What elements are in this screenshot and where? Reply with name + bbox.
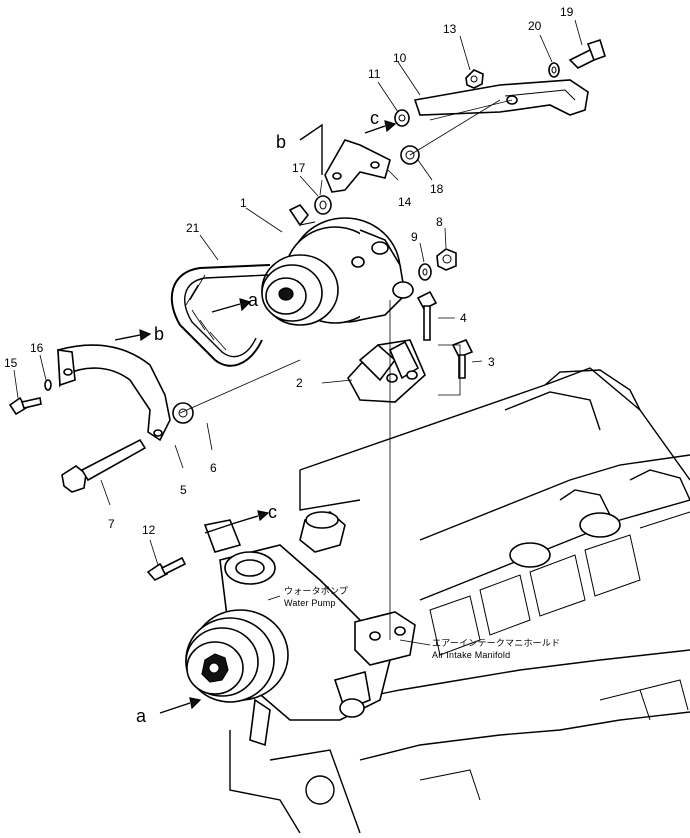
callout-16: 16 (30, 341, 44, 355)
bolt-12 (146, 556, 187, 581)
collar-11 (394, 109, 410, 127)
component-notes: ウォータポンプ Water Pump エアーインテークマニホールド Air In… (284, 586, 560, 660)
bolt-15 (8, 396, 42, 416)
washer-16 (44, 379, 52, 391)
assembly-lines (179, 99, 513, 640)
view-letter-a-top: a (248, 290, 259, 310)
bracket-14 (324, 139, 391, 193)
callout-2: 2 (296, 376, 303, 390)
callout-5: 5 (180, 483, 187, 497)
alternator-bracket-2 (347, 339, 426, 403)
collar-6 (172, 402, 194, 424)
adjusting-bar-10 (413, 79, 589, 116)
water-pump-label-jp: ウォータポンプ (284, 586, 348, 596)
callout-4: 4 (460, 311, 467, 325)
callout-17: 17 (292, 161, 306, 175)
alternator-1 (261, 203, 414, 326)
water-pump-label: Water Pump (284, 598, 336, 608)
intake-manifold-label-jp: エアーインテークマニホールド (432, 638, 560, 648)
bolt-3 (451, 338, 474, 379)
nut-13 (465, 69, 484, 89)
nut-8 (436, 248, 457, 271)
callout-6: 6 (210, 461, 217, 475)
callout-3: 3 (488, 355, 495, 369)
callout-19: 19 (560, 5, 574, 19)
view-letter-c-top: c (370, 108, 379, 128)
callouts: 1 2 3 4 5 6 7 8 9 10 11 12 13 14 15 16 1… (4, 5, 574, 537)
callout-21: 21 (186, 221, 200, 235)
callout-20: 20 (528, 19, 542, 33)
view-letter-b-mid: b (154, 324, 164, 344)
view-arrows (114, 120, 397, 714)
bolt-4 (416, 290, 438, 341)
v-belt-21 (170, 264, 271, 367)
callout-15: 15 (4, 356, 18, 370)
view-letter-b-top: b (276, 132, 286, 152)
engine-block (229, 367, 690, 834)
bolt-19 (568, 38, 606, 69)
view-letter-a-bottom: a (136, 706, 147, 726)
callout-12: 12 (142, 523, 156, 537)
callout-13: 13 (443, 22, 457, 36)
washer-20 (548, 62, 560, 78)
callout-7: 7 (108, 517, 115, 531)
leader-lines (13, 19, 583, 646)
callout-10: 10 (393, 51, 407, 65)
view-letter-c-bottom: c (268, 502, 277, 522)
washer-9 (418, 263, 432, 281)
callout-14: 14 (398, 195, 412, 209)
callout-8: 8 (436, 215, 443, 229)
bracket-5 (57, 344, 171, 442)
fan-pulley (185, 609, 289, 747)
bolt-7 (61, 438, 147, 493)
intake-manifold-label: Air Intake Manifold (432, 650, 510, 660)
callout-1: 1 (240, 196, 247, 210)
view-letters: a a b b c c (136, 108, 379, 726)
manifold-mount-pad (354, 611, 416, 666)
callout-18: 18 (430, 182, 444, 196)
callout-9: 9 (411, 230, 418, 244)
collar-17 (314, 195, 332, 215)
callout-11: 11 (368, 67, 381, 81)
